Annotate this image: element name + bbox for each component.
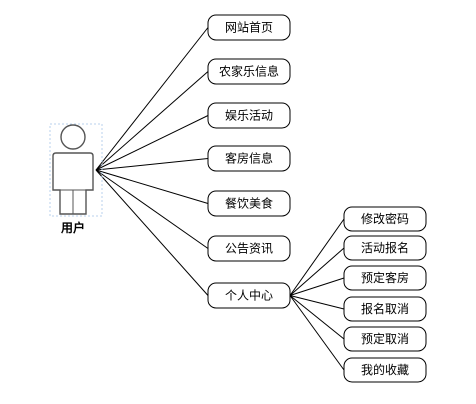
module-node-5-label: 餐饮美食 xyxy=(225,196,273,211)
module-node-6-label: 公告资讯 xyxy=(225,242,273,256)
sub-module-node-5-label: 预定取消 xyxy=(361,331,409,346)
module-node-1-box xyxy=(207,14,291,41)
edge-personal-center-to-sub-3 xyxy=(289,277,345,296)
module-node-3: 娱乐活动 xyxy=(207,102,291,129)
sub-module-node-6-box xyxy=(343,357,427,383)
module-node-7: 个人中心 xyxy=(207,282,291,309)
module-node-2-label: 农家乐信息 xyxy=(219,64,279,79)
sub-module-node-2-label: 活动报名 xyxy=(361,240,409,255)
actor-label: 用户 xyxy=(60,220,85,235)
edge-actor-to-module-5 xyxy=(95,169,209,204)
sub-module-node-1: 修改密码 xyxy=(343,206,427,232)
module-node-6-box xyxy=(207,235,291,262)
module-node-5: 餐饮美食 xyxy=(207,190,291,217)
sub-module-node-3: 预定客房 xyxy=(343,265,427,291)
actor-torso xyxy=(52,152,94,215)
edge-actor-to-module-7 xyxy=(95,169,209,296)
sub-module-node-2: 活动报名 xyxy=(343,235,427,261)
edge-actor-to-module-6 xyxy=(95,169,209,249)
module-node-2: 农家乐信息 xyxy=(207,58,291,85)
sub-module-node-1-label: 修改密码 xyxy=(361,211,409,226)
module-node-2-box xyxy=(207,58,291,85)
edge-actor-to-module-4 xyxy=(95,158,209,171)
module-node-5-box xyxy=(207,190,291,217)
actor-selection-frame xyxy=(49,123,103,217)
sub-module-node-4: 报名取消 xyxy=(343,296,427,322)
sub-module-node-1-box xyxy=(343,206,427,232)
edge-personal-center-to-sub-2 xyxy=(289,247,345,296)
module-node-3-box xyxy=(207,102,291,129)
sub-module-node-5: 预定取消 xyxy=(343,326,427,352)
diagram-edges xyxy=(95,27,345,371)
module-node-7-label: 个人中心 xyxy=(225,288,273,303)
sub-module-node-5-box xyxy=(343,326,427,352)
actor-user: 用户 xyxy=(49,123,103,235)
edge-personal-center-to-sub-1 xyxy=(289,218,345,296)
module-node-1-label: 网站首页 xyxy=(225,21,273,35)
sub-module-node-6-label: 我的收藏 xyxy=(361,362,409,377)
module-node-3-label: 娱乐活动 xyxy=(225,109,273,123)
edge-actor-to-module-3 xyxy=(95,115,209,171)
edge-personal-center-to-sub-4 xyxy=(289,295,345,310)
module-node-6: 公告资讯 xyxy=(207,235,291,262)
edge-actor-to-module-1 xyxy=(95,27,209,171)
sub-module-node-4-box xyxy=(343,296,427,322)
actor-head xyxy=(60,124,86,150)
sub-module-node-3-label: 预定客房 xyxy=(361,270,409,285)
module-node-1: 网站首页 xyxy=(207,14,291,41)
module-node-4: 客房信息 xyxy=(207,145,291,172)
module-node-4-label: 客房信息 xyxy=(225,151,273,166)
edge-personal-center-to-sub-6 xyxy=(289,295,345,371)
sub-module-node-2-box xyxy=(343,235,427,261)
edge-personal-center-to-sub-5 xyxy=(289,295,345,340)
sub-module-node-6: 我的收藏 xyxy=(343,357,427,383)
module-node-4-box xyxy=(207,145,291,172)
sub-module-node-4-label: 报名取消 xyxy=(361,301,409,316)
sub-module-node-3-box xyxy=(343,265,427,291)
edge-actor-to-module-2 xyxy=(95,71,209,171)
module-node-7-box xyxy=(207,282,291,309)
